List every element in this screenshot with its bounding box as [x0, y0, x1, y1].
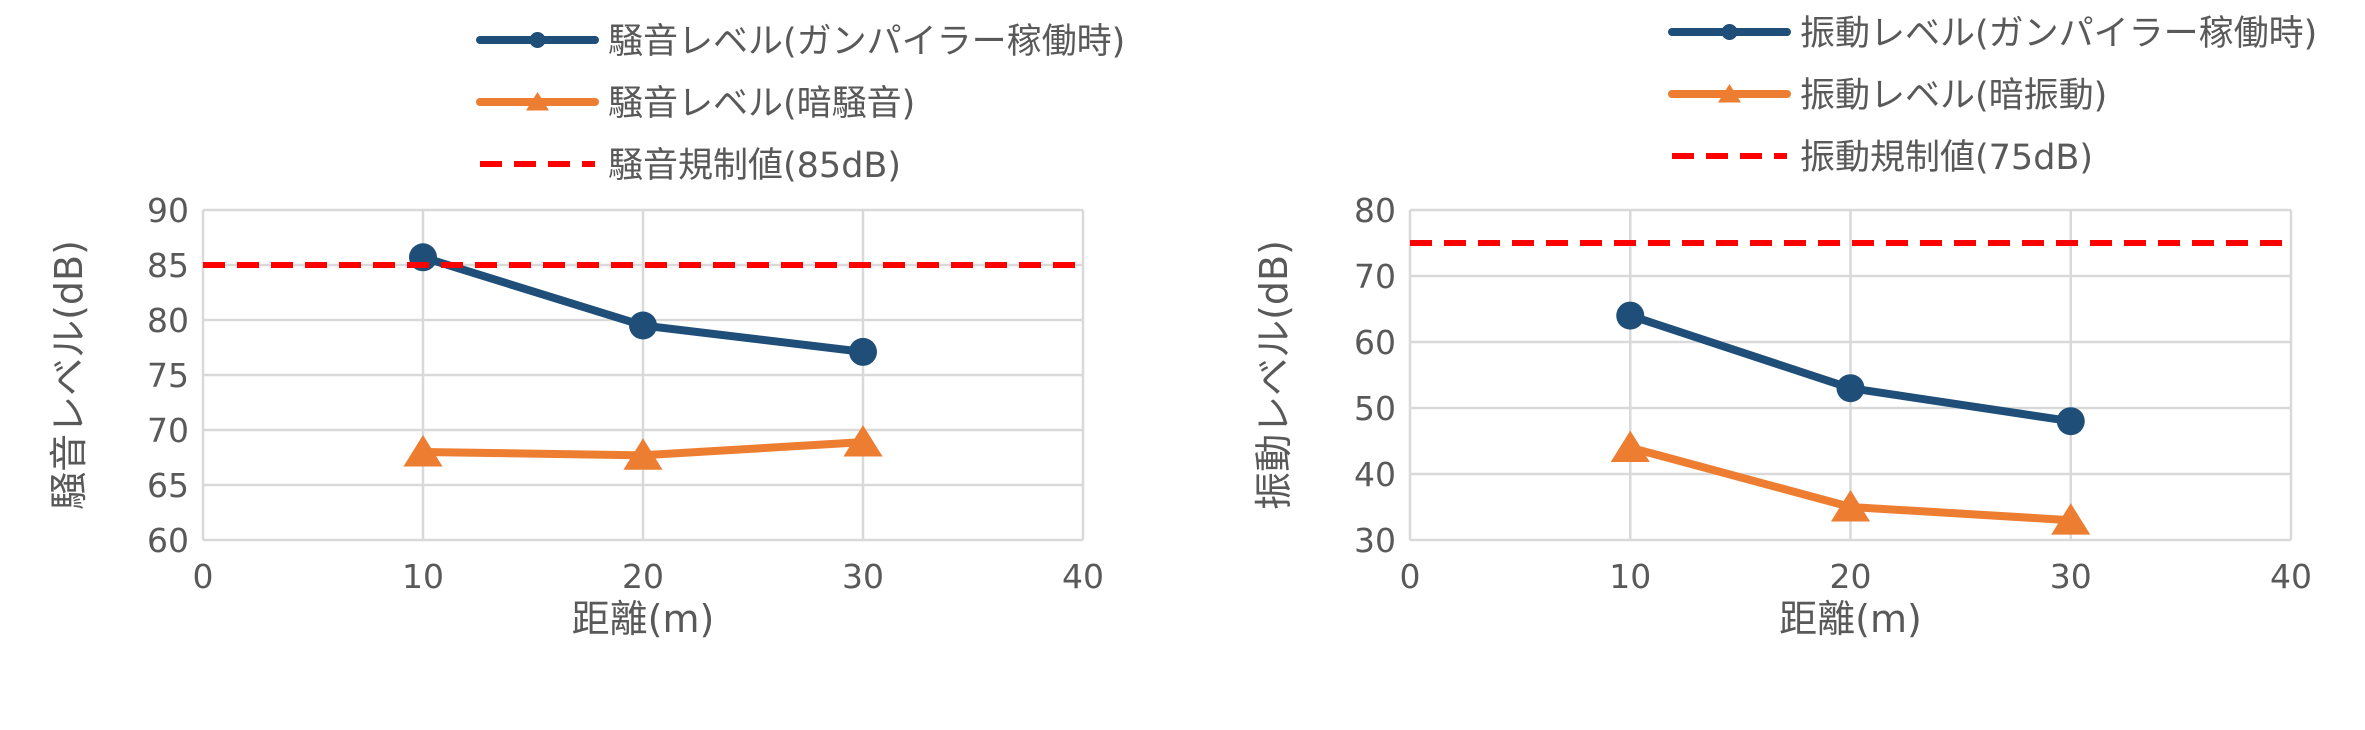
y-axis-title: 振動レベル(dB) [1252, 240, 1296, 510]
x-tick-label: 30 [842, 557, 884, 596]
data-point [629, 311, 657, 340]
x-tick-label: 20 [1830, 557, 1872, 596]
legend-marker [1718, 84, 1741, 103]
legend-label-0: 振動レベル(ガンパイラー稼働時) [1800, 14, 2317, 54]
legend-label-2: 騒音規制値(85dB) [608, 146, 901, 186]
x-tick-label: 10 [402, 557, 444, 596]
y-tick-label: 80 [1354, 191, 1396, 230]
data-point [2056, 407, 2085, 436]
legend-label-1: 騒音レベル(暗騒音) [608, 84, 915, 124]
x-tick-label: 20 [622, 557, 664, 596]
legend-marker [1721, 24, 1738, 40]
x-axis-title: 距離(m) [1779, 597, 1922, 641]
x-tick-label: 40 [1062, 557, 1104, 596]
data-point [1610, 430, 1650, 463]
data-point [843, 425, 883, 457]
y-tick-label: 30 [1354, 521, 1396, 560]
y-tick-label: 40 [1354, 455, 1396, 494]
legend-marker [529, 32, 546, 48]
data-point [1616, 301, 1645, 330]
x-axis-title: 距離(m) [572, 597, 715, 641]
x-tick-label: 0 [193, 557, 214, 596]
legend-label-0: 騒音レベル(ガンパイラー稼働時) [608, 22, 1125, 62]
data-point [1836, 374, 1865, 403]
noise-chart: 60 65 70 75 80 85 90 0 10 20 30 40 距離(m) 騒音レベル(dB) 騒音レ… [47, 22, 1125, 641]
y-tick-label: 70 [147, 411, 189, 450]
y-tick-label: 75 [147, 356, 189, 395]
y-tick-label: 60 [1354, 323, 1396, 362]
y-axis-title: 騒音レベル(dB) [47, 240, 91, 510]
legend-label-2: 振動規制値(75dB) [1800, 138, 2093, 178]
data-point [403, 435, 443, 467]
y-tick-label: 85 [147, 246, 189, 285]
x-tick-label: 0 [1400, 557, 1421, 596]
y-tick-label: 60 [147, 521, 189, 560]
y-tick-label: 90 [147, 191, 189, 230]
data-point [849, 337, 877, 366]
y-tick-label: 70 [1354, 257, 1396, 296]
data-point [2051, 503, 2091, 535]
x-tick-label: 40 [2270, 557, 2312, 596]
x-tick-label: 10 [1609, 557, 1651, 596]
vibration-chart: 30 40 50 60 70 80 0 10 20 30 40 距離(m) 振動レベル(dB) 振動レベル… [1252, 14, 2317, 641]
data-point [623, 438, 663, 470]
y-tick-label: 80 [147, 301, 189, 340]
legend-marker [526, 92, 549, 111]
y-tick-label: 65 [147, 466, 189, 505]
data-point [1830, 490, 1871, 522]
legend-label-1: 振動レベル(暗振動) [1800, 76, 2107, 116]
y-tick-label: 50 [1354, 389, 1396, 428]
x-tick-label: 30 [2050, 557, 2092, 596]
